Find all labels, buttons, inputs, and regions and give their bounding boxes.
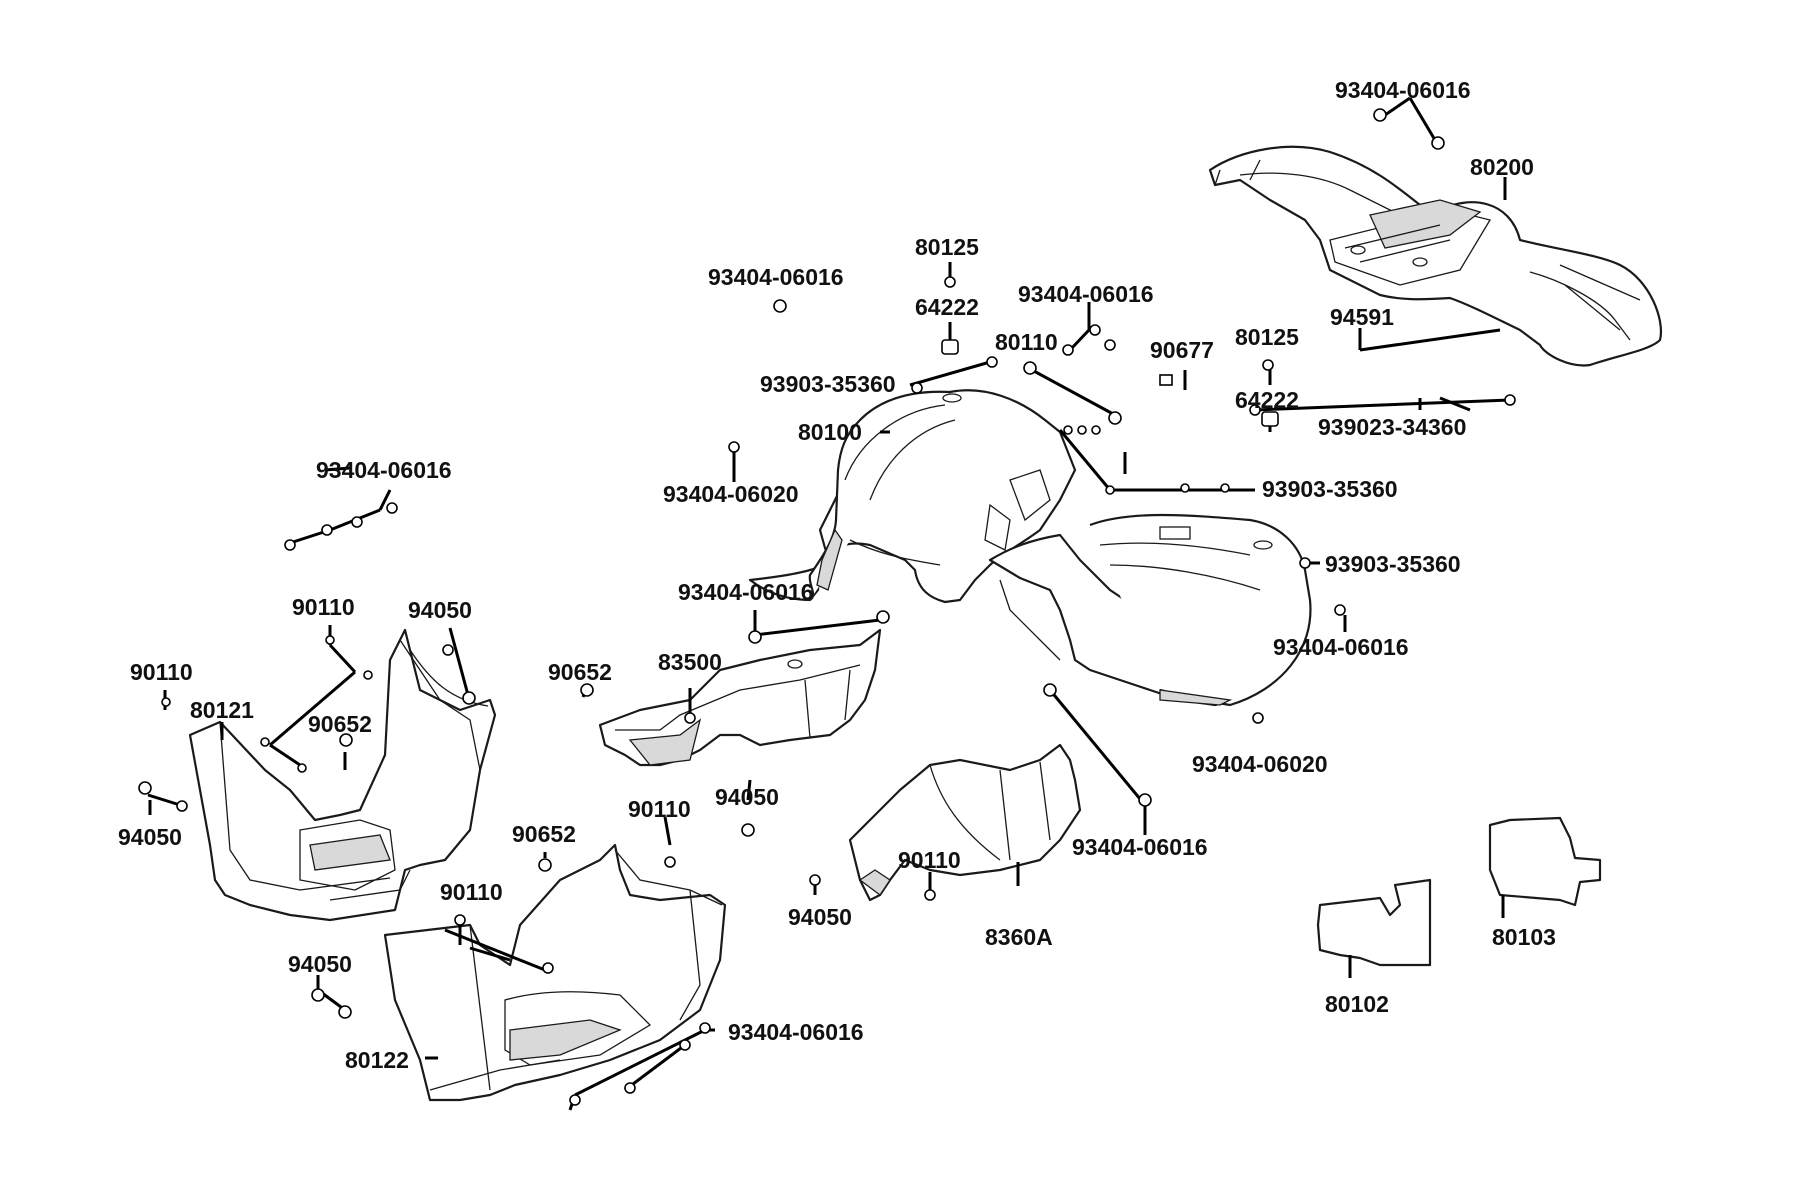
callout-939023-34360: 939023-34360 [1318,414,1466,440]
inner-panel-8360A [848,743,1082,902]
callout-93404-06016: 93404-06016 [1273,634,1409,660]
callout-93404-06020: 93404-06020 [663,481,799,507]
callout-90110: 90110 [628,796,691,822]
callout-93404-06020: 93404-06020 [1192,751,1328,777]
front-fender-80100 [748,389,1312,707]
sticker-80103 [1488,816,1602,907]
callout-94050: 94050 [288,951,352,977]
left-footrest-80121 [188,628,497,922]
callout-80122: 80122 [345,1047,409,1073]
callout-93404-06016: 93404-06016 [1335,77,1471,103]
callout-93903-35360: 93903-35360 [1325,551,1461,577]
leader-lines [147,96,1511,1111]
callout-64222: 64222 [915,294,979,320]
callout-94050: 94050 [715,784,779,810]
callout-80103: 80103 [1492,924,1556,950]
callout-93404-06016: 93404-06016 [728,1019,864,1045]
callout-94050: 94050 [118,824,182,850]
callout-94050: 94050 [788,904,852,930]
callout-93404-06016: 93404-06016 [316,457,452,483]
callout-80100: 80100 [798,419,862,445]
callout-93903-35360: 93903-35360 [760,371,896,397]
callout-90652: 90652 [548,659,612,685]
callout-8360A: 8360A [985,924,1053,950]
side-panel-83500 [598,628,882,767]
callout-94591: 94591 [1330,304,1394,330]
callout-93404-06016: 93404-06016 [708,264,844,290]
callout-94050: 94050 [408,597,472,623]
fasteners [138,108,1516,1106]
callout-80125: 80125 [1235,324,1299,350]
callout-93404-06016: 93404-06016 [1018,281,1154,307]
callout-80200: 80200 [1470,154,1534,180]
callout-90677: 90677 [1150,337,1214,363]
callout-90110: 90110 [292,594,355,620]
callout-90110: 90110 [898,847,961,873]
callout-93404-06016: 93404-06016 [678,579,814,605]
callout-80110: 80110 [995,329,1058,355]
right-footrest-80122 [383,843,727,1102]
rear-fender-80200 [1208,145,1663,367]
callout-93903-35360: 93903-35360 [1262,476,1398,502]
callout-80121: 80121 [190,697,254,723]
callout-90110: 90110 [130,659,193,685]
callout-80125: 80125 [915,234,979,260]
callout-90652: 90652 [308,711,372,737]
callout-64222: 64222 [1235,387,1299,413]
sticker-80102 [1316,878,1432,967]
callout-83500: 83500 [658,649,722,675]
callout-80102: 80102 [1325,991,1389,1017]
callout-90652: 90652 [512,821,576,847]
callout-90110: 90110 [440,879,503,905]
callout-labels: 93404-06016 80200 80125 93404-06016 6422… [118,77,1556,1073]
callout-93404-06016: 93404-06016 [1072,834,1208,860]
